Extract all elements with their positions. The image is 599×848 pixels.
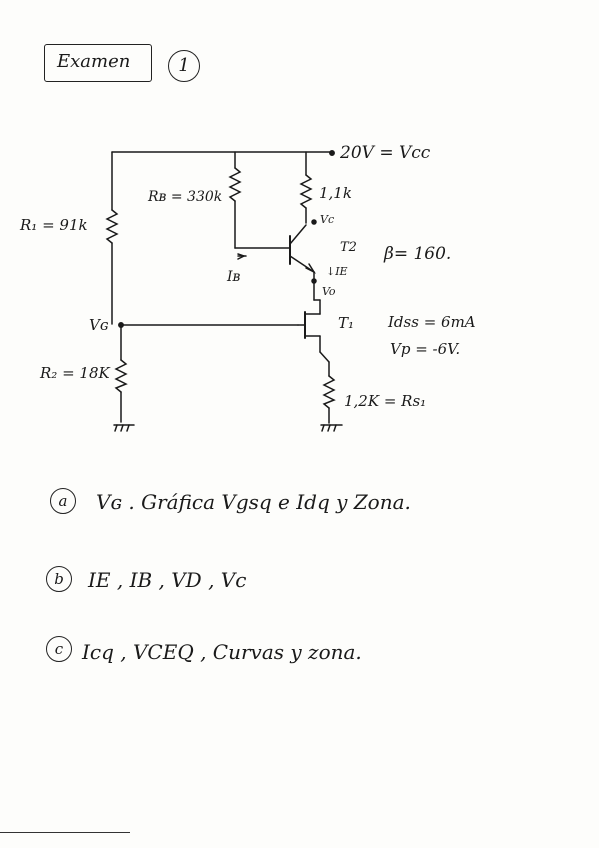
rb-resistor [228,167,242,202]
vg-label: Vɢ [89,316,109,334]
r1-resistor [105,209,119,244]
page-edge-line [0,832,130,833]
rs-resistor [322,375,336,409]
vc-label: Vc [320,213,335,226]
question-b-text: IE , IB , VD , Vc [88,568,247,592]
vcc-terminal [329,150,335,156]
t2-collector [289,224,307,245]
page-title: Examen [57,51,131,72]
idss-label: Idss = 6mA [388,313,476,331]
rc-label: 1,1k [319,184,352,202]
question-c-text: Icq , VCEQ , Curvas y zona. [82,640,362,664]
rc-resistor [299,174,313,209]
ie-label: ↓IE [326,265,348,278]
r2-label: R₂ = 18K [40,364,110,382]
vc-node [311,219,317,225]
vp-label: Vp = -6V. [390,340,461,358]
r2-resistor [114,359,128,393]
t1-label: T₁ [338,314,355,332]
rb-label: Rʙ = 330k [148,189,223,205]
ib-label: Iʙ [227,269,241,285]
t2-label: T2 [340,240,357,255]
question-a-text: Vɢ . Gráfica Vgsq e Idq y Zona. [96,490,411,514]
r1-label: R₁ = 91k [20,216,88,234]
vo-label: Vo [322,285,336,298]
vo-node [311,278,317,284]
question-b-marker: b [46,566,72,592]
rs-label: 1,2K = Rs₁ [344,392,427,410]
question-a-marker: a [50,488,76,514]
exam-number-badge: 1 [168,50,200,82]
title-box: Examen [44,44,152,82]
vcc-label: 20V = Vcc [340,143,431,163]
question-c-marker: c [46,636,72,662]
t2-emitter-arrow [305,263,317,274]
beta-label: β= 160. [384,244,452,264]
